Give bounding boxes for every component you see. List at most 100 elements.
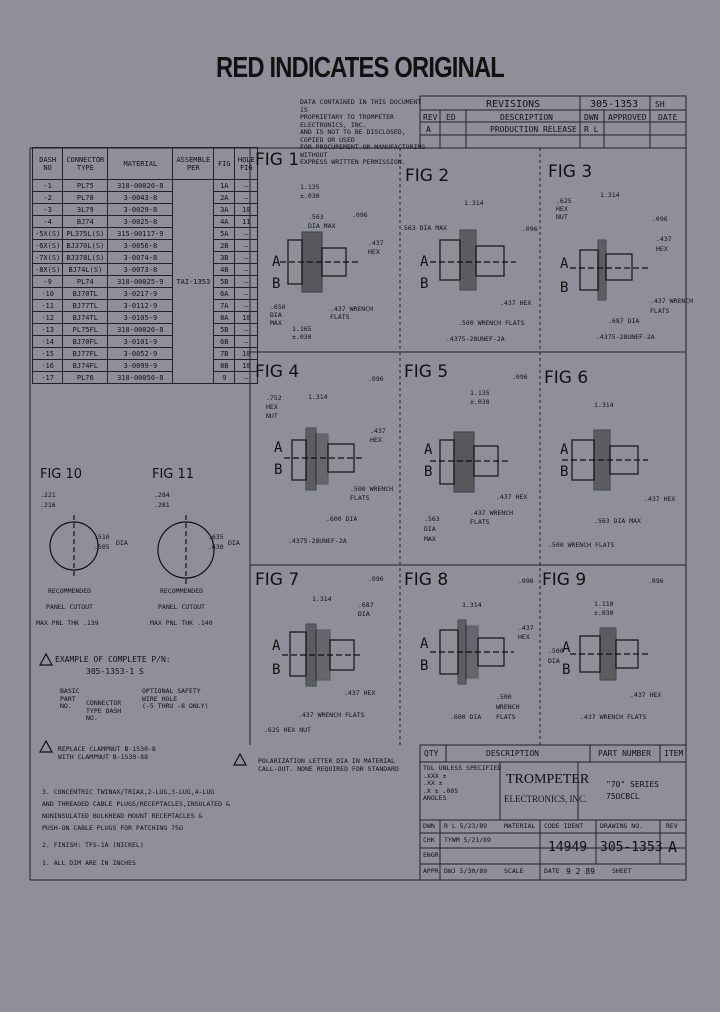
fig7-connector-drawing <box>282 623 362 687</box>
row-appr-val: DWJ 5/30/89 <box>444 867 488 875</box>
dash-number-table: DASH NO CONNECTOR TYPE MATERIAL ASSEMBLE… <box>31 147 259 384</box>
fig5-dimension-label: FLATS <box>470 518 490 526</box>
svg-text:A: A <box>560 442 569 458</box>
fig6-dimension-label: .563 DIA MAX <box>594 517 641 525</box>
fig3-connector-drawing <box>570 239 650 301</box>
fig1-dimension-label: HEX <box>368 248 380 256</box>
fig8-dimension-label: 1.314 <box>462 601 482 609</box>
fig4-dimension-label: .437 <box>370 427 386 435</box>
example-title: EXAMPLE OF COMPLETE P/N: <box>55 655 171 664</box>
svg-text:B: B <box>560 464 568 480</box>
row-dwn-key: DWN <box>423 822 435 830</box>
note-4-triangle-icon <box>38 652 54 666</box>
fig11-dimension-label: MAX PNL THK .140 <box>150 619 213 627</box>
fig1-dimension-label: .437 WRENCH <box>330 305 374 313</box>
svg-text:A: A <box>272 638 281 654</box>
fig4-dimension-label: NUT <box>266 412 278 420</box>
fig2-dimension-label: .096 <box>522 225 538 233</box>
fig9-dimension-label: .500 <box>548 647 564 655</box>
fig3-dimension-label: HEX <box>656 245 668 253</box>
fig1-dimension-label: .650 <box>270 303 286 311</box>
fig4-dimension-label: .4375-28UNEF-2A <box>288 537 347 545</box>
fig8-dimension-label: .096 <box>518 577 534 585</box>
fig4-connector-drawing <box>284 427 364 491</box>
series-title: "70" SERIES <box>606 780 659 789</box>
col-dash-no: DASH NO <box>31 147 64 180</box>
row-chk-key: CHK <box>423 836 435 844</box>
svg-text:A: A <box>420 254 429 270</box>
fig1-dimension-label: .563 <box>308 213 324 221</box>
fig1-connector-drawing <box>280 231 360 293</box>
fig5-dimension-label: .437 WRENCH <box>470 509 514 517</box>
col-hole-fig: HOLE FIG <box>234 147 259 180</box>
fig7-dimension-label: .437 HEX <box>344 689 376 697</box>
fig1-dimension-label: DIA MAX <box>308 222 336 230</box>
revisions-title: REVISIONS <box>486 99 541 110</box>
rev-label: REV <box>666 822 678 830</box>
fig11-dimension-label: .284 <box>154 491 170 499</box>
svg-text:B: B <box>562 662 570 678</box>
fig7-dimension-label: .625 HEX NUT <box>264 726 311 734</box>
fig2-dimension-label: .500 WRENCH FLATS <box>458 319 525 327</box>
fig6-connector-drawing <box>562 429 648 491</box>
list-col-part-number: PART NUMBER <box>598 749 651 758</box>
svg-text:B: B <box>424 464 432 480</box>
fig10-cutout-drawing <box>49 515 99 578</box>
company-name-line2: ELECTRONICS, INC. <box>504 794 588 804</box>
fig4-dimension-label: .096 <box>368 375 384 383</box>
fig2-dimension-label: .437 HEX <box>500 299 532 307</box>
fig6-dimension-label: .500 WRENCH FLATS <box>548 541 615 549</box>
fig11-dimension-label: .281 <box>154 501 170 509</box>
fig1-dimension-label: ±.030 <box>292 333 312 341</box>
fig1-dimension-label: FLATS <box>330 313 350 321</box>
svg-text:A: A <box>274 440 283 456</box>
note-6-triangle-icon <box>232 752 248 766</box>
fig5-dimension-label: .096 <box>512 373 528 381</box>
fig5-dimension-label: DIA <box>424 525 436 533</box>
fig6-label: FIG 6 <box>544 368 589 388</box>
fig7-label: FIG 7 <box>255 570 300 590</box>
fig11-dimension-label: RECOMMENDED <box>160 587 204 595</box>
list-col-description: DESCRIPTION <box>486 749 539 758</box>
fig1-dimension-label: 1.165 <box>292 325 312 333</box>
fig3-dimension-label: NUT <box>556 213 568 221</box>
svg-text:B: B <box>274 462 282 478</box>
fig6-dimension-label: .437 HEX <box>644 495 676 503</box>
fig7-dimension-label: .096 <box>368 575 384 583</box>
revisions-sheet: SH <box>655 100 665 109</box>
fig2-label: FIG 2 <box>405 166 450 186</box>
note-3: 3. CONCENTRIC TWINAX/TRIAX,2-LUG,3-LUG,4… <box>42 788 230 832</box>
fig3-dimension-label: HEX <box>556 205 568 213</box>
fig1-dimension-label: 1.135 <box>300 183 320 191</box>
fig10-label: FIG 10 <box>40 467 83 482</box>
fig7-dimension-label: DIA <box>358 610 370 618</box>
note-1: 1. ALL DIM ARE IN INCHES <box>42 859 136 867</box>
fig2-dimension-label: 1.314 <box>464 199 484 207</box>
fig8-dimension-label: FLATS <box>496 713 516 721</box>
fig7-dimension-label: .687 <box>358 601 374 609</box>
table-cell: 310-00056-8 <box>107 371 174 384</box>
fig1-dimension-label: DIA <box>270 311 282 319</box>
example-pn: 305-1353-1 S <box>86 667 144 676</box>
note-2: 2. FINISH: TFS-1A (NICKEL) <box>42 841 144 849</box>
fig8-dimension-label: WRENCH <box>496 703 520 711</box>
svg-text:A: A <box>272 254 281 270</box>
fig11-dimension-label: PANEL CUTOUT <box>158 603 205 611</box>
fig1-label: FIG 1 <box>255 150 300 170</box>
fig10-dimension-label: DIA <box>116 539 128 547</box>
table-cell: — <box>234 371 259 384</box>
table-cell: — <box>234 275 259 288</box>
fig4-dimension-label: .500 WRENCH <box>350 485 394 493</box>
sheet-label: SHEET <box>612 867 632 875</box>
rev-col-approved: APPROVED <box>608 113 647 122</box>
svg-text:B: B <box>272 662 280 678</box>
